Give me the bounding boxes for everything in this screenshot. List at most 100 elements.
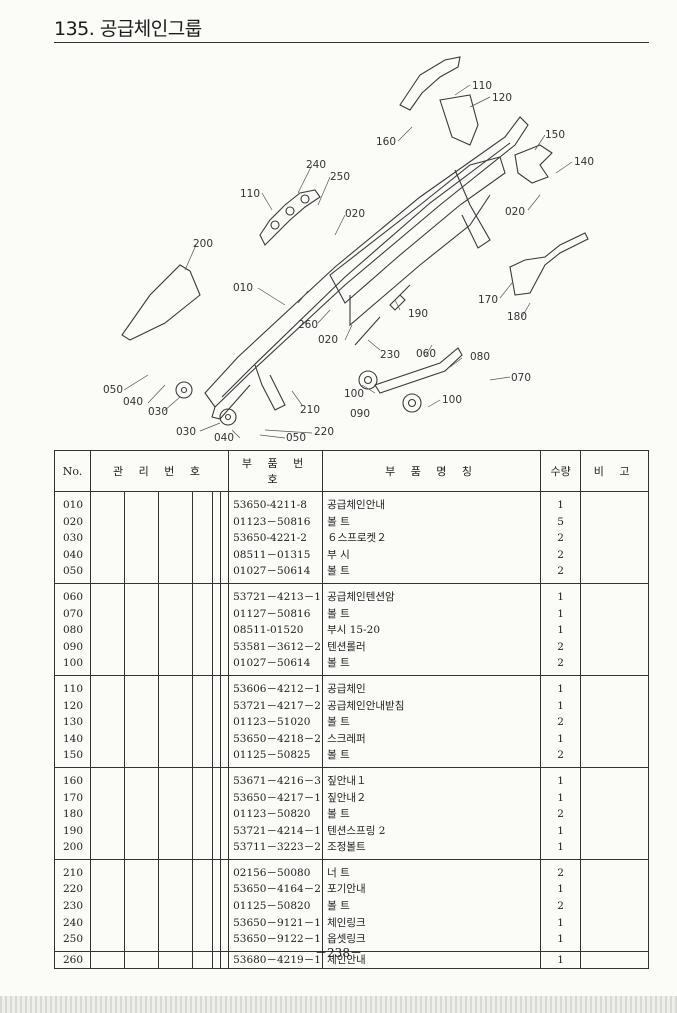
cell-name: 볼 트	[322, 655, 542, 676]
cell-mgmt	[158, 839, 193, 860]
cell-no: 200	[54, 839, 91, 860]
callout-200: 230	[380, 349, 400, 361]
cell-mgmt	[158, 822, 193, 840]
cell-no: 150	[54, 747, 91, 768]
cell-part-no: 01123－50816	[228, 513, 324, 531]
callout-150: 140	[574, 156, 594, 168]
cell-mgmt	[124, 898, 159, 915]
callout-260: 260	[298, 319, 318, 331]
cell-mgmt	[212, 839, 221, 860]
cell-mgmt	[192, 622, 213, 639]
cell-part-no: 08511－01315	[228, 546, 324, 564]
cell-mgmt	[90, 914, 125, 932]
cell-mgmt	[192, 605, 213, 623]
cell-remark	[580, 898, 650, 915]
cell-mgmt	[90, 638, 125, 656]
cell-mgmt	[124, 839, 159, 860]
cell-mgmt	[192, 822, 213, 840]
cell-mgmt	[158, 898, 193, 915]
cell-part-no: 53650－4217－1	[228, 789, 324, 807]
cell-mgmt	[192, 767, 213, 790]
cell-part-no: 53650-4221-2	[228, 530, 324, 547]
cell-name: 볼 트	[322, 714, 542, 731]
cell-remark	[580, 931, 650, 952]
cell-mgmt	[124, 675, 159, 698]
cell-mgmt	[212, 675, 221, 698]
cell-mgmt	[90, 675, 125, 698]
cell-mgmt	[219, 931, 230, 952]
cell-part-no: 53711－3223－2	[228, 839, 324, 860]
cell-mgmt	[192, 839, 213, 860]
cell-no: 230	[54, 898, 91, 915]
cell-mgmt	[192, 714, 213, 731]
cell-name: 볼 트	[322, 898, 542, 915]
cell-remark	[580, 950, 650, 970]
cell-remark	[580, 747, 650, 768]
cell-remark	[580, 806, 650, 823]
cell-mgmt	[192, 898, 213, 915]
cell-mgmt	[212, 822, 221, 840]
cell-mgmt	[219, 563, 230, 584]
cell-no: 080	[54, 622, 91, 639]
feed-chain	[259, 189, 321, 246]
cell-mgmt	[124, 491, 159, 514]
cell-part-no: 53671－4216－3	[228, 767, 324, 790]
header-no: No.	[54, 450, 91, 492]
cell-mgmt	[219, 806, 230, 823]
cell-name: ６스프로켓２	[322, 530, 542, 547]
cell-mgmt	[192, 881, 213, 899]
cell-mgmt	[219, 546, 230, 564]
cell-mgmt	[158, 655, 193, 676]
cell-mgmt	[158, 622, 193, 639]
cell-no: 260	[54, 950, 91, 970]
cell-part-no: 53650－9121－1	[228, 914, 324, 932]
callout-180: 180	[507, 311, 527, 323]
cell-remark	[580, 767, 650, 790]
cell-mgmt	[124, 914, 159, 932]
cell-remark	[580, 822, 650, 840]
cell-mgmt	[192, 546, 213, 564]
cell-name: 짚안내２	[322, 789, 542, 807]
cell-no: 020	[54, 513, 91, 531]
cell-no: 050	[54, 563, 91, 584]
cell-remark	[580, 638, 650, 656]
page-number: －238－	[315, 946, 362, 960]
cell-no: 170	[54, 789, 91, 807]
cell-mgmt	[192, 655, 213, 676]
cell-mgmt	[158, 513, 193, 531]
cell-name: 체인링크	[322, 914, 542, 932]
cell-mgmt	[219, 714, 230, 731]
cell-mgmt	[90, 546, 125, 564]
cell-mgmt	[212, 898, 221, 915]
cell-mgmt	[124, 859, 159, 882]
cell-remark	[580, 697, 650, 715]
cell-mgmt	[219, 675, 230, 698]
cell-mgmt	[219, 747, 230, 768]
cell-mgmt	[158, 789, 193, 807]
cell-mgmt	[158, 859, 193, 882]
cell-mgmt	[192, 513, 213, 531]
cell-qty: 1	[540, 881, 582, 899]
cell-mgmt	[212, 859, 221, 882]
callout-010: 010	[233, 282, 253, 294]
cell-no: 100	[54, 655, 91, 676]
cell-qty: 1	[540, 605, 582, 623]
cell-remark	[580, 530, 650, 547]
cell-mgmt	[90, 513, 125, 531]
cell-remark	[580, 914, 650, 932]
callout-080: 080	[470, 351, 490, 363]
cell-mgmt	[192, 859, 213, 882]
cell-part-no: 53721－4214－1	[228, 822, 324, 840]
cell-qty: 2	[540, 638, 582, 656]
cell-name: 공급체인	[322, 675, 542, 698]
cell-mgmt	[158, 530, 193, 547]
cell-remark	[580, 513, 650, 531]
cell-part-no: 53606－4212－1	[228, 675, 324, 698]
